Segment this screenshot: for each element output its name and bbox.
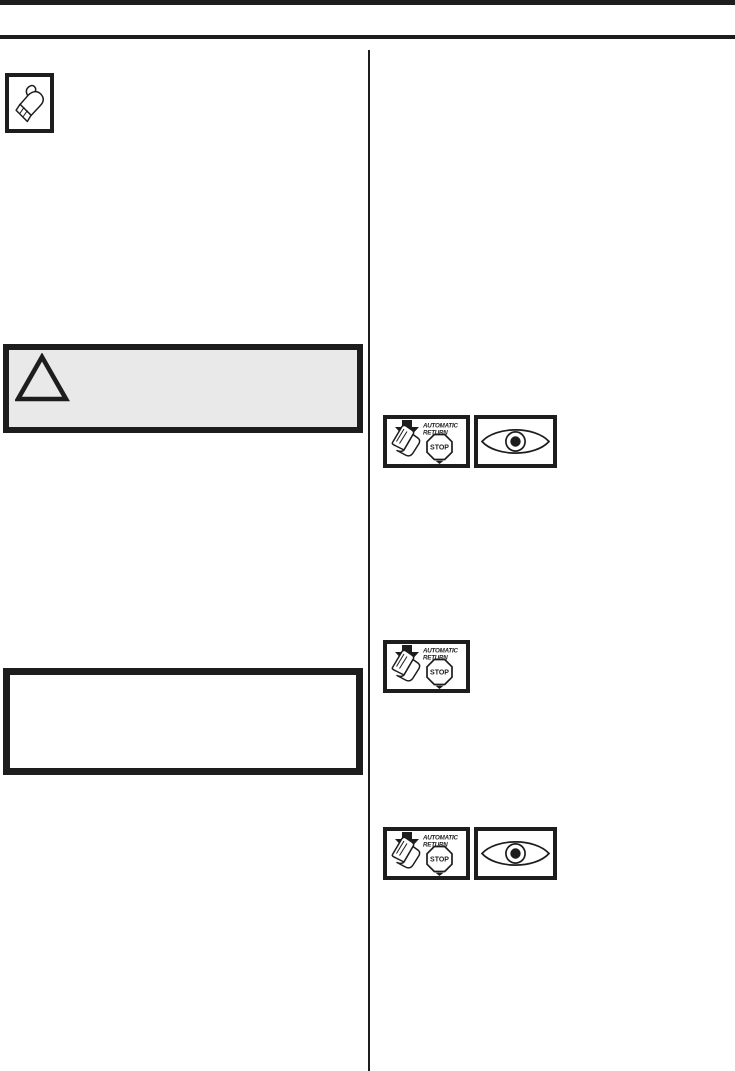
automatic-label-line1: AUTOMATIC (422, 648, 458, 655)
small-down-triangle-icon (435, 685, 444, 689)
automatic-return-stop-icon: AUTOMATIC RETURN STOP (391, 420, 459, 464)
stop-sign-label: STOP (430, 670, 449, 677)
automatic-label-line2: RETURN (423, 842, 448, 849)
protective-glove-icon (15, 84, 44, 123)
automatic-label-line2: RETURN (423, 430, 448, 437)
chain-brake-lever-icon (391, 649, 421, 682)
automatic-label-line1: AUTOMATIC (422, 423, 458, 430)
protective-glove-pictogram (5, 73, 54, 133)
small-down-triangle-icon (435, 460, 444, 464)
visual-check-pictogram (474, 827, 557, 880)
automatic-return-stop-icon: AUTOMATIC RETURN STOP (391, 832, 459, 876)
page-top-bar (0, 0, 735, 5)
eye-icon (480, 429, 551, 454)
stop-sign-label: STOP (430, 857, 449, 864)
stop-sign-octagon (426, 658, 453, 686)
note-box (3, 668, 363, 775)
stop-sign-octagon (426, 845, 453, 873)
automatic-label-line1: AUTOMATIC (422, 835, 458, 842)
chain-brake-lever-icon (391, 424, 421, 457)
automatic-return-stop-icon: AUTOMATIC RETURN STOP (391, 645, 459, 689)
automatic-return-stop-pictogram: AUTOMATIC RETURN STOP (383, 640, 470, 693)
eye-icon (480, 841, 551, 866)
chain-brake-lever-icon (391, 836, 421, 869)
warning-triangle-icon (15, 353, 70, 402)
stop-sign-label: STOP (430, 445, 449, 452)
column-divider (368, 50, 370, 1071)
automatic-return-stop-pictogram: AUTOMATIC RETURN STOP (383, 415, 470, 468)
header-rule (0, 35, 735, 39)
small-down-triangle-icon (435, 872, 444, 876)
warning-box (3, 344, 363, 433)
automatic-return-stop-pictogram: AUTOMATIC RETURN STOP (383, 827, 470, 880)
glove-cuff (15, 103, 32, 123)
automatic-label-line2: RETURN (423, 655, 448, 662)
stop-sign-octagon (426, 433, 453, 461)
visual-check-pictogram (474, 415, 557, 468)
